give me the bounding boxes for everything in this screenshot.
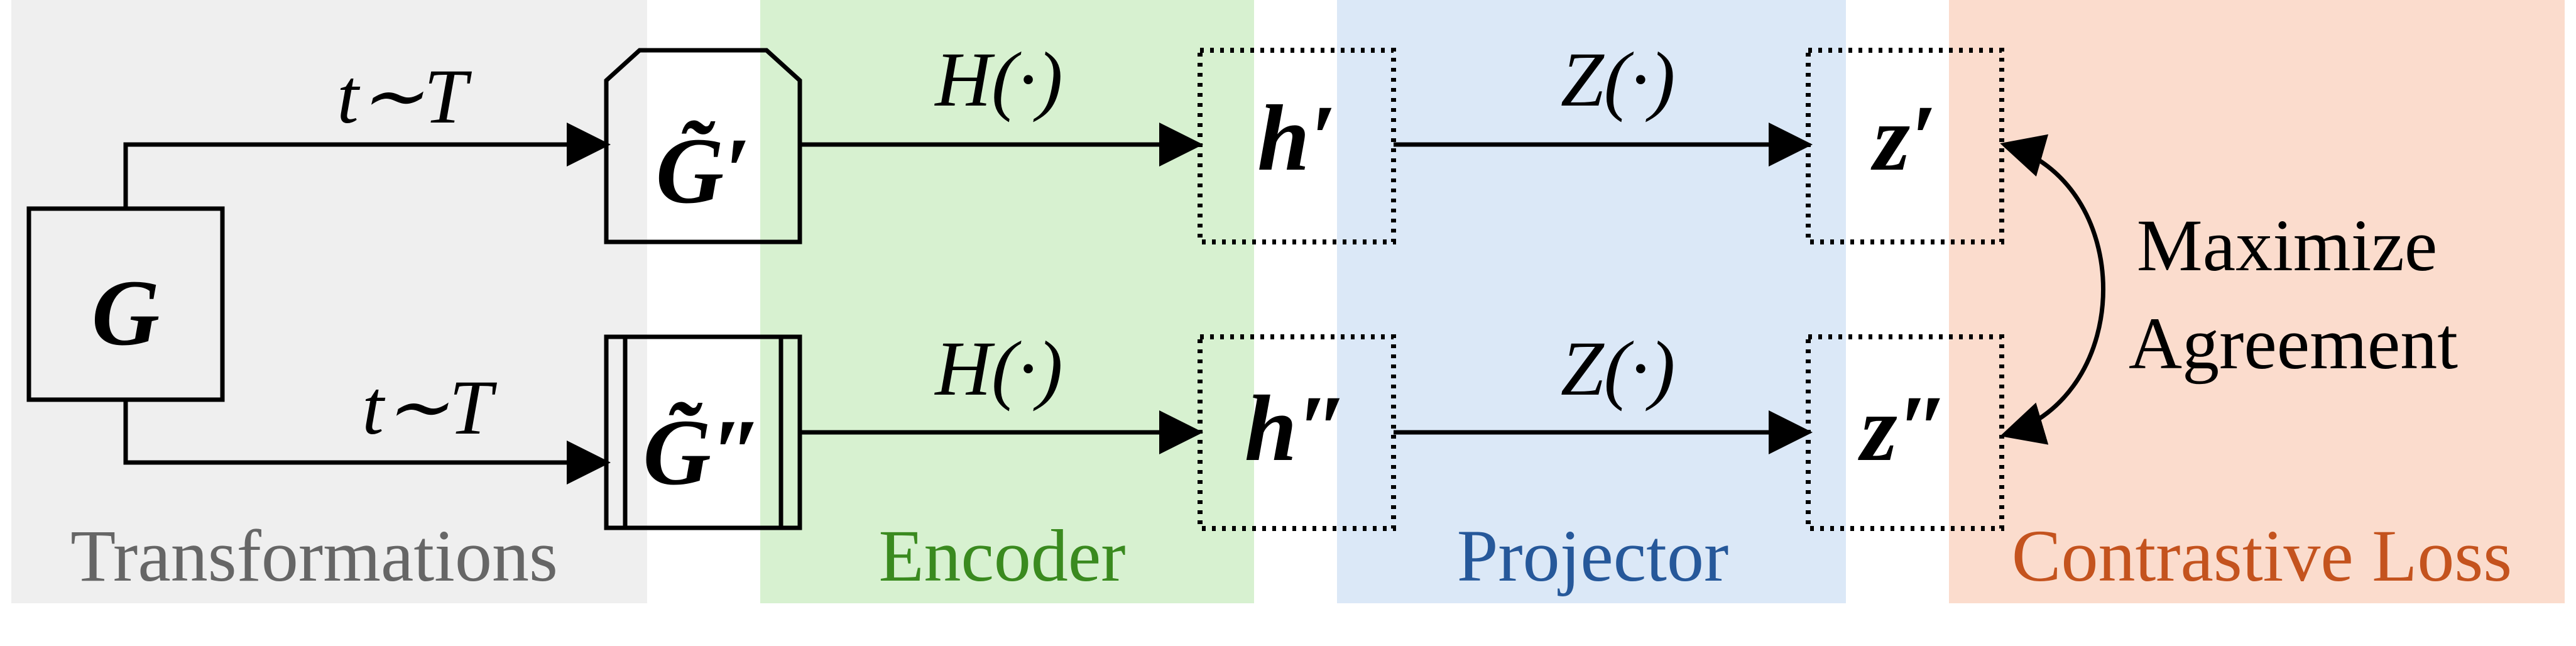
stage-label-projector: Projector (1457, 515, 1729, 597)
contrastive-loss-panel (1949, 0, 2565, 603)
agreement-arrow (2000, 134, 2105, 445)
stage-label-encoder: Encoder (878, 515, 1125, 597)
projector-bottom-label: Z(·) (1561, 326, 1676, 412)
stage-label-contrastive-loss: Contrastive Loss (2012, 515, 2512, 597)
encoder-panel (760, 0, 1254, 603)
h1-label: h′ (1257, 86, 1336, 190)
h1-box (1198, 48, 1396, 244)
graph-label: G (92, 261, 160, 365)
objective-line1: Maximize (2137, 204, 2437, 287)
z2-box (1806, 334, 2004, 531)
h2-label: h″ (1245, 376, 1349, 481)
graph-aug-2-label: G̃″ (643, 400, 763, 505)
projector-top-label: Z(·) (1561, 36, 1676, 123)
aug-bottom-arrow (123, 400, 611, 484)
aug-top-label: t∼T (337, 53, 472, 140)
z2-label: z″ (1857, 376, 1949, 481)
transformations-panel (11, 0, 647, 603)
aug-top-arrow (123, 123, 611, 209)
aug-bottom-label: t∼T (362, 364, 497, 451)
projector-panel (1337, 0, 1846, 603)
encoder-bottom-label: H(·) (934, 326, 1062, 412)
stage-label-transformations: Transformations (70, 515, 558, 597)
graph-aug-1-box (604, 48, 802, 244)
encoder-top-label: H(·) (934, 36, 1062, 123)
graph-aug-1-label: G̃′ (656, 119, 751, 223)
objective-line2: Agreement (2129, 302, 2458, 385)
z1-label: z′ (1870, 86, 1937, 190)
z1-box (1806, 48, 2004, 244)
h2-box (1198, 334, 1396, 531)
